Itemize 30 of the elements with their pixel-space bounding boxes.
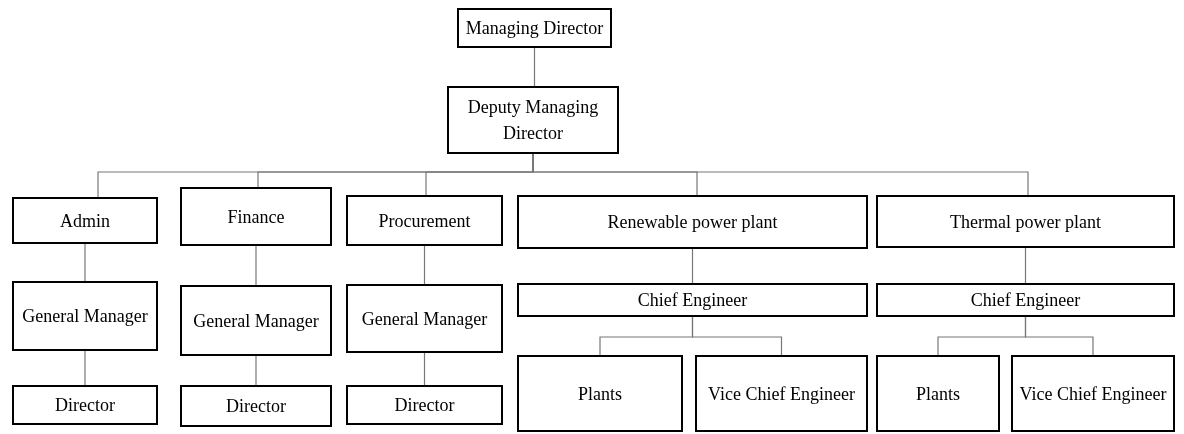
org-box: Finance (180, 187, 332, 246)
org-box: Chief Engineer (517, 283, 868, 317)
connector-line (423, 245, 426, 285)
org-box: General Manager (12, 281, 158, 351)
connector-line (1024, 247, 1027, 284)
org-box: Vice Chief Engineer (695, 355, 868, 432)
org-box: General Manager (180, 285, 332, 356)
org-box: General Manager (346, 284, 503, 353)
connector-line (533, 47, 536, 87)
connector-line (691, 248, 694, 284)
org-box: Chief Engineer (876, 283, 1175, 317)
connector-line (1024, 316, 1094, 356)
org-box: Admin (12, 197, 158, 244)
connector-line (691, 316, 783, 356)
org-box: Deputy Managing Director (447, 86, 619, 154)
connector-line (84, 243, 86, 282)
connector-line (84, 350, 86, 386)
org-box: Director (346, 385, 503, 425)
org-box: Managing Director (457, 8, 612, 48)
org-box: Renewable power plant (517, 195, 868, 249)
connector-line (423, 352, 426, 386)
org-box: Director (12, 385, 158, 425)
org-box: Plants (517, 355, 683, 432)
connector-line (255, 355, 257, 386)
connector-line (255, 245, 257, 286)
org-box: Plants (876, 355, 1000, 432)
org-box: Director (180, 385, 332, 427)
org-box: Vice Chief Engineer (1011, 355, 1175, 432)
org-box: Thermal power plant (876, 195, 1175, 248)
org-box: Procurement (346, 195, 503, 246)
